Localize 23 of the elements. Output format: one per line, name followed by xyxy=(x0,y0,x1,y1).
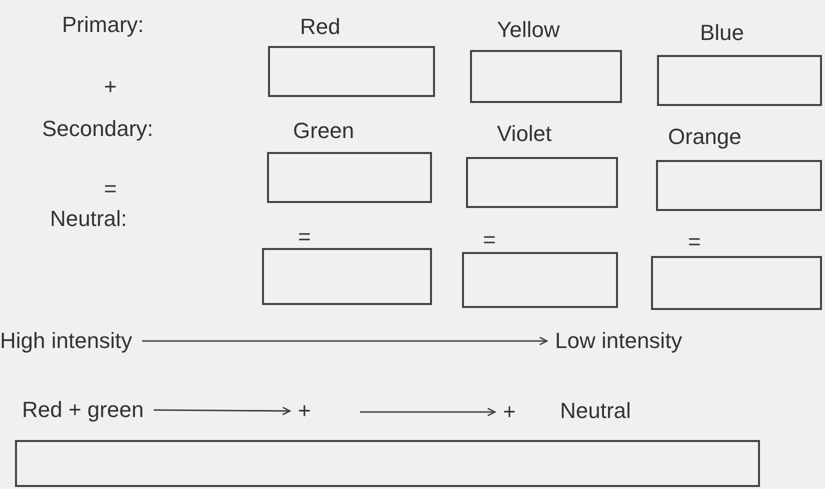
operator-sign: = xyxy=(298,224,311,250)
operator-sign: = xyxy=(688,229,701,255)
label-text: Green xyxy=(293,118,354,144)
arrow xyxy=(154,406,291,416)
label-text: Neutral: xyxy=(50,206,128,232)
operator-sign: = xyxy=(104,176,117,202)
label-text: High intensity xyxy=(0,328,132,354)
label-text: Blue xyxy=(700,20,744,46)
label-text: Red xyxy=(300,14,340,40)
label-text: Violet xyxy=(497,121,552,147)
label-text: Yellow xyxy=(497,17,560,43)
operator-sign: = xyxy=(483,227,496,253)
arrow xyxy=(142,336,548,346)
label-text: Secondary: xyxy=(42,116,154,142)
label-text: Primary: xyxy=(62,12,144,38)
operator-sign: + xyxy=(104,74,117,100)
label-text: Red + green xyxy=(22,397,144,423)
label-text: Orange xyxy=(668,124,742,150)
label-text: Neutral xyxy=(560,398,631,424)
arrow xyxy=(360,408,496,416)
label-text: Low intensity xyxy=(555,328,682,354)
operator-sign: + xyxy=(298,398,311,424)
operator-sign: + xyxy=(503,399,516,425)
